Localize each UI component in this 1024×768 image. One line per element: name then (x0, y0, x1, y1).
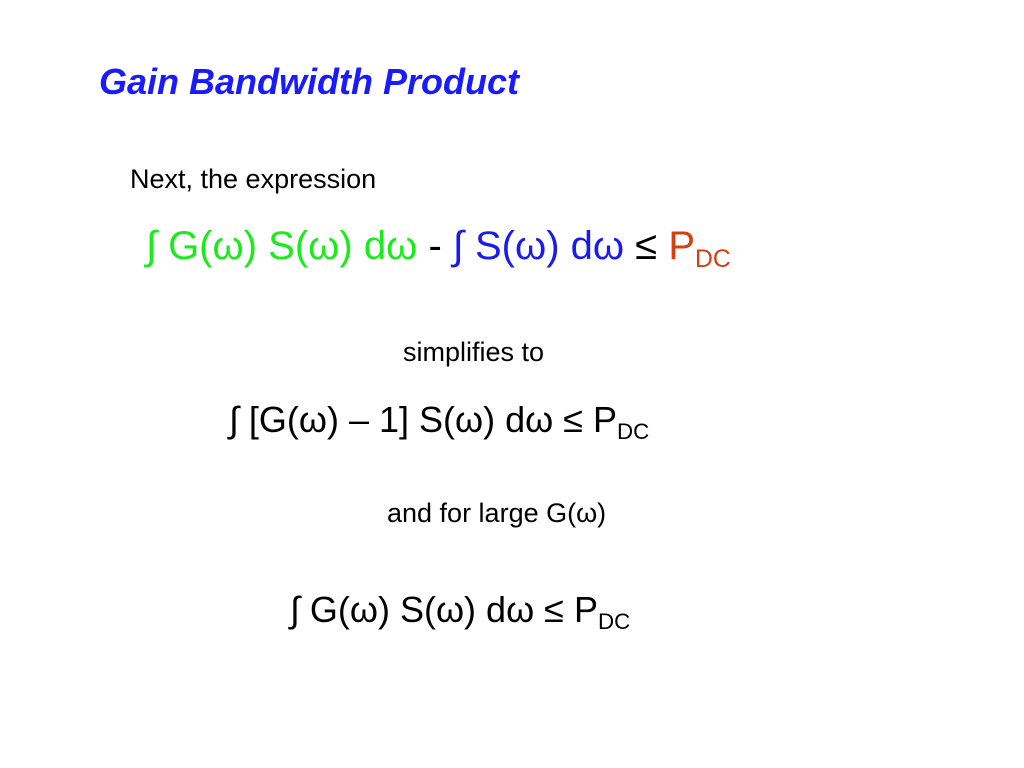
expression-1-p: P (668, 224, 695, 268)
expression-1-green-term: ∫ G(ω) S(ω) dω (146, 224, 418, 268)
expression-1-pdc: PDC (668, 224, 731, 272)
expression-2-sub: DC (617, 419, 650, 445)
expression-2-main: ∫ [G(ω) – 1] S(ω) dω ≤ P (229, 399, 618, 440)
expression-3: ∫ G(ω) S(ω) dω ≤ PDC (290, 588, 631, 635)
slide-title: Gain Bandwidth Product (99, 61, 519, 102)
simplifies-text: simplifies to (403, 337, 545, 367)
expression-1-leq: ≤ (635, 224, 658, 268)
expression-1-minus: - (428, 224, 442, 268)
expression-1-sub: DC (695, 245, 731, 273)
intro-text: Next, the expression (130, 164, 377, 194)
expression-3-sub: DC (597, 609, 631, 635)
expression-1: ∫ G(ω) S(ω) dω - ∫ S(ω) dω ≤ PDC (146, 222, 731, 272)
expression-2: ∫ [G(ω) – 1] S(ω) dω ≤ PDC (229, 398, 650, 445)
large-g-text: and for large G(ω) (387, 498, 607, 528)
expression-3-main: ∫ G(ω) S(ω) dω ≤ P (290, 589, 598, 630)
expression-1-blue-term: ∫ S(ω) dω (452, 224, 625, 268)
